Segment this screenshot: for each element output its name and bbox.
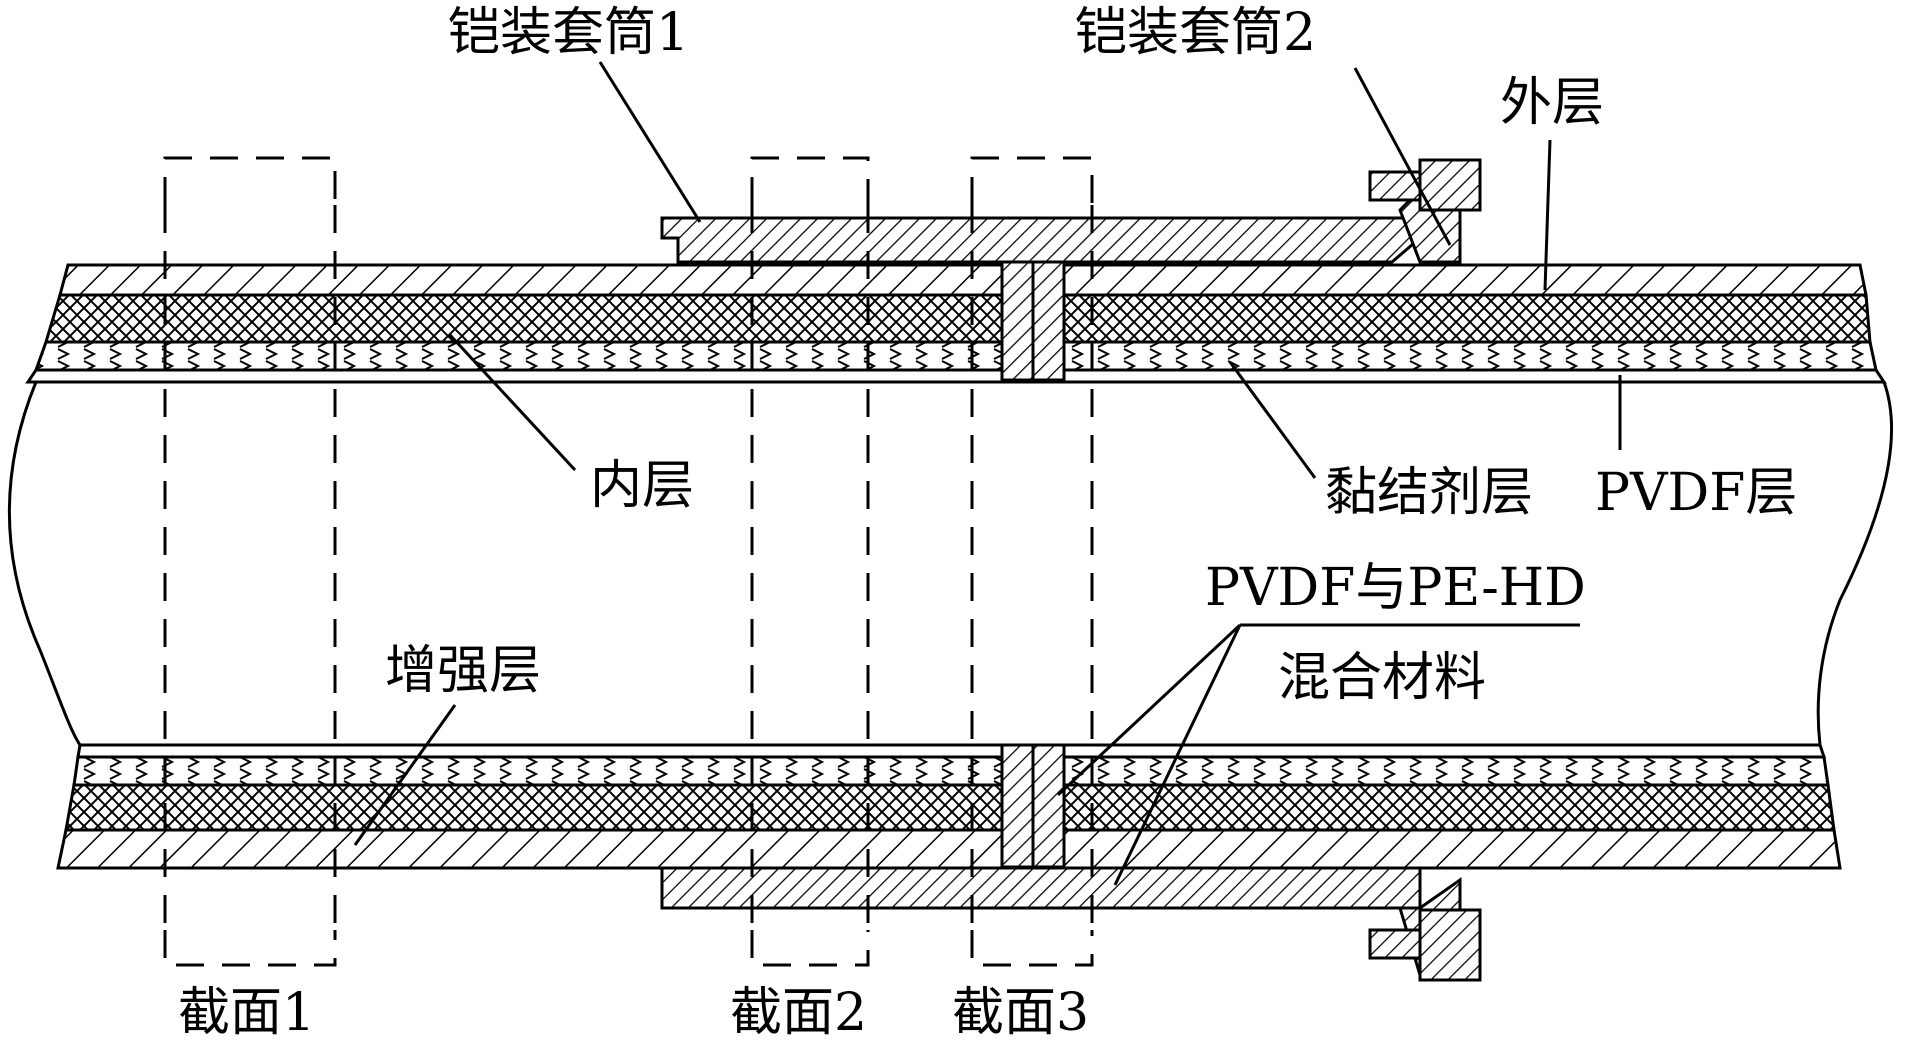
leader-armor-sleeve-2 bbox=[1353, 67, 1452, 246]
upper-inner-adhesive-layer bbox=[33, 340, 1878, 372]
lower-reinforcement-layer bbox=[64, 783, 1836, 832]
lower-inner-adhesive-layer bbox=[72, 755, 1830, 787]
section-2-marker bbox=[750, 156, 870, 967]
label-inner-layer: 内层 bbox=[590, 456, 694, 516]
armor-sleeve-lower bbox=[660, 866, 1482, 982]
leader-inner-layer bbox=[448, 333, 577, 472]
label-section-3: 截面3 bbox=[952, 983, 1089, 1043]
leader-adhesive-layer bbox=[1228, 361, 1317, 479]
label-outer-layer: 外层 bbox=[1500, 73, 1604, 133]
leader-reinforcement-layer bbox=[353, 704, 457, 846]
leader-mix-2 bbox=[1113, 624, 1242, 886]
upper-reinforcement-layer bbox=[43, 293, 1872, 344]
label-mix-line2: 混合材料 bbox=[1278, 648, 1486, 708]
label-adhesive-layer: 黏结剂层 bbox=[1325, 463, 1533, 523]
section-1-marker bbox=[163, 156, 337, 967]
lower-pipe-wall bbox=[56, 743, 1842, 870]
label-section-1: 截面1 bbox=[178, 983, 315, 1043]
pipe-left-end bbox=[8, 381, 82, 746]
label-reinforcement-layer: 增强层 bbox=[385, 641, 541, 701]
leader-armor-sleeve-1 bbox=[598, 61, 702, 223]
lower-outer-layer bbox=[56, 828, 1842, 870]
armor-sleeve-upper bbox=[660, 158, 1482, 264]
pipe-right-end bbox=[1816, 381, 1894, 746]
upper-outer-layer bbox=[58, 263, 1868, 297]
leader-mix-1 bbox=[1056, 623, 1242, 797]
label-armor-sleeve-2: 铠装套筒2 bbox=[1075, 3, 1316, 63]
leader-outer-layer bbox=[1543, 139, 1552, 291]
lower-pvdf-layer bbox=[76, 743, 1827, 759]
upper-pvdf-layer bbox=[25, 368, 1887, 384]
upper-pipe-wall bbox=[25, 263, 1887, 384]
label-mix-line1: PVDF与PE-HD bbox=[1205, 558, 1586, 618]
label-section-2: 截面2 bbox=[730, 983, 867, 1043]
section-3-marker bbox=[970, 156, 1094, 967]
label-pvdf-layer: PVDF层 bbox=[1595, 463, 1797, 523]
label-armor-sleeve-1: 铠装套筒1 bbox=[448, 3, 689, 63]
